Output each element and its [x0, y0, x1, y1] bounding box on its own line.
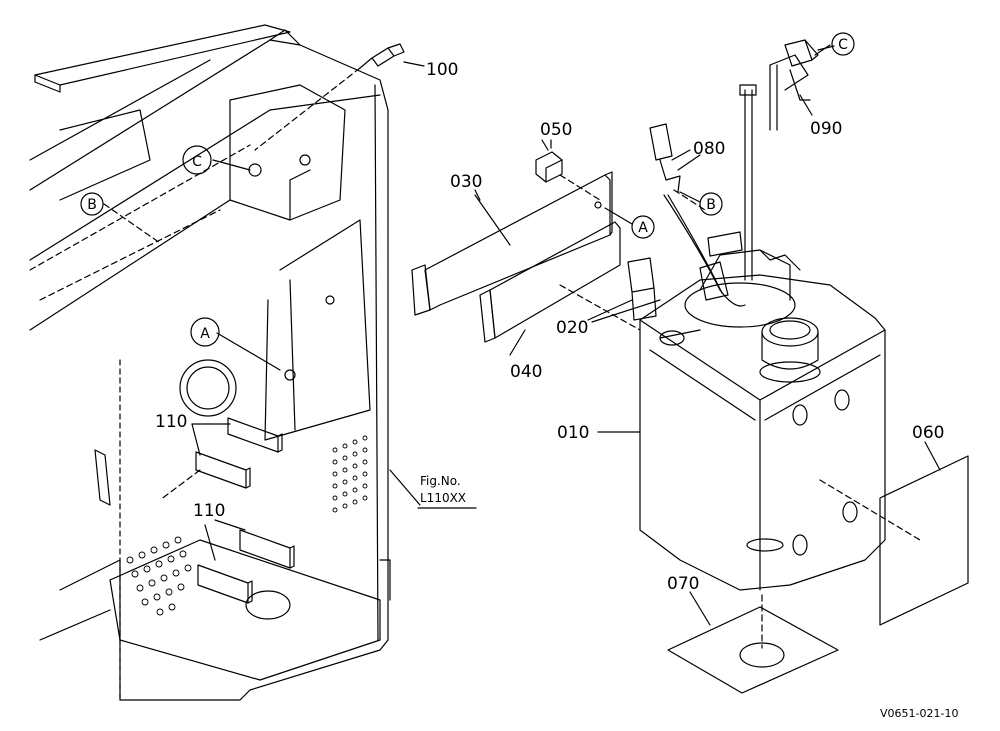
- ref-b-left-label: B: [87, 197, 97, 213]
- label-060-icon: [819, 441, 969, 626]
- frame-assembly: [29, 24, 391, 701]
- part-100-label: 100: [426, 60, 458, 80]
- ref-c-right-label: C: [838, 37, 848, 53]
- part-110-upper-label: 110: [155, 412, 187, 432]
- ref-b-right-label: B: [706, 197, 716, 213]
- fig-no-number: L110XX: [420, 491, 466, 505]
- part-040-label: 040: [510, 362, 542, 382]
- ref-c-left-circle: [182, 145, 212, 175]
- ref-a-left-label: A: [200, 326, 210, 342]
- ref-b-left-circle: [80, 192, 104, 216]
- foam-pad-110-upper-icon: [191, 417, 283, 489]
- ref-a-right-circle: [631, 215, 655, 239]
- ref-a-left-circle: [190, 317, 220, 347]
- part-010-label: 010: [557, 423, 589, 443]
- drawing-code: V0651-021-10: [880, 707, 958, 720]
- hose-icon: [739, 54, 809, 281]
- ref-b-right-circle: [699, 192, 723, 216]
- bracket-040-icon: [479, 221, 621, 356]
- part-020-label: 020: [556, 318, 588, 338]
- part-030-label: 030: [450, 172, 482, 192]
- part-050-label: 050: [540, 120, 572, 140]
- part-090-label: 090: [810, 119, 842, 139]
- clamp-020-icon: [559, 257, 729, 331]
- foam-pad-110-lower-icon: [197, 519, 295, 604]
- nut-050-icon: [535, 139, 601, 201]
- ref-c-right-circle: [831, 32, 855, 56]
- part-070-label: 070: [667, 574, 699, 594]
- tank-010-icon: [639, 231, 886, 591]
- bolt-100-icon: [254, 43, 425, 151]
- part-060-label: 060: [912, 423, 944, 443]
- ref-a-right-label: A: [638, 220, 648, 236]
- part-110-lower-label: 110: [193, 501, 225, 521]
- harness-080-icon: [649, 123, 746, 307]
- part-080-label: 080: [693, 139, 725, 159]
- fig-no-label: Fig.No.: [420, 474, 461, 488]
- clip-090-icon: [784, 39, 835, 116]
- ref-c-left-label: C: [192, 154, 202, 170]
- bracket-030-icon: [411, 171, 613, 316]
- pad-070-icon: [667, 591, 839, 694]
